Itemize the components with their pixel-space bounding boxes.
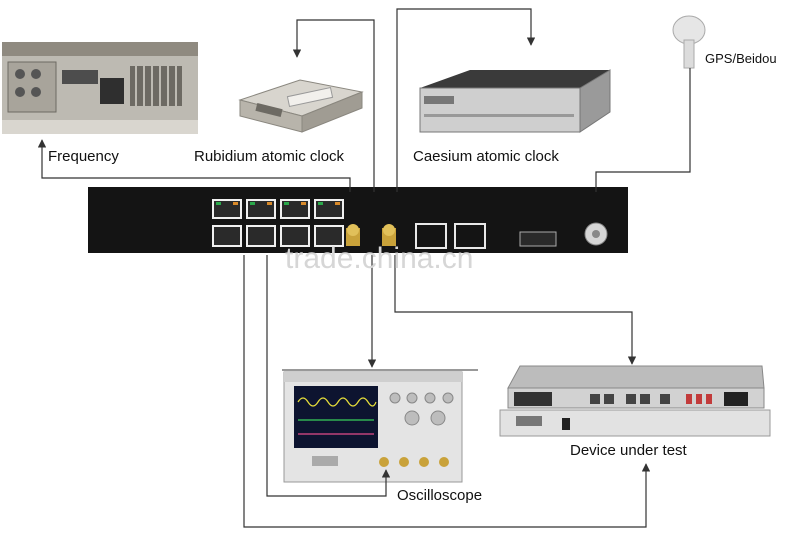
eth-dut-link (243, 255, 651, 528)
gps-antenna-icon (672, 15, 706, 69)
rubidium-link (292, 19, 375, 192)
label-gps: GPS/Beidou (705, 51, 777, 66)
gps-link (595, 68, 691, 192)
frequency-instrument (2, 42, 198, 134)
label-frequency: Frequency (48, 148, 119, 165)
connection-lines (37, 8, 691, 528)
eth-oscilloscope-link (266, 255, 391, 497)
rubidium-clock (238, 79, 364, 133)
frequency-link (37, 139, 351, 192)
oscilloscope-instrument (283, 371, 463, 483)
label-rubidium: Rubidium atomic clock (194, 148, 345, 165)
dut-link (394, 255, 637, 365)
label-device-under-test: Device under test (570, 442, 688, 459)
main-timing-unit (88, 187, 628, 253)
caesium-clock (419, 69, 611, 133)
device-under-test (499, 365, 771, 437)
bnc-connector-icon (346, 224, 396, 246)
label-oscilloscope: Oscilloscope (397, 487, 482, 504)
watermark: trade.china.cn (285, 242, 473, 275)
caesium-link (396, 8, 536, 192)
label-caesium: Caesium atomic clock (413, 148, 559, 165)
